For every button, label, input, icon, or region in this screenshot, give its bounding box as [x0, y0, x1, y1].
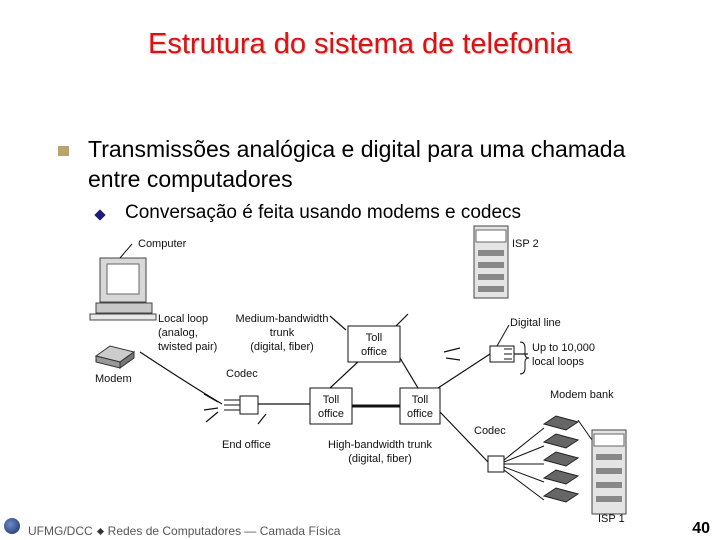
square-bullet-icon: [58, 146, 69, 156]
footer-course: UFMG/DCC: [28, 524, 93, 538]
label-end-office: End office: [222, 439, 271, 451]
label-toll-top-1: Toll: [366, 332, 383, 344]
label-isp1: ISP 1: [598, 513, 625, 525]
local-loop-line: [139, 351, 223, 405]
ufmg-logo-icon: [4, 518, 20, 534]
label-isp2: ISP 2: [512, 238, 539, 250]
label-modem: Modem: [95, 373, 132, 385]
connection-lines: [139, 313, 528, 463]
label-toll-right-2: office: [407, 408, 433, 420]
toll-office-right-box: [399, 387, 441, 425]
label-modem-bank: Modem bank: [550, 389, 614, 401]
isp1-server-icon: [591, 429, 627, 515]
label-medium-trunk-2: trunk: [270, 327, 295, 339]
digital-line-device-icon: [489, 345, 515, 363]
label-local-loops-2: local loops: [532, 356, 584, 368]
modem-bank-icons: [542, 415, 580, 503]
label-toll-top-2: office: [361, 346, 387, 358]
label-codec-right: Codec: [474, 425, 506, 437]
toll-office-top-box: [347, 325, 401, 363]
label-local-loops-1: Up to 10,000: [532, 342, 595, 354]
diamond-separator-icon: [96, 527, 104, 536]
toll-right-to-isp1-line: [439, 411, 489, 463]
local-loops-bracket: [519, 341, 530, 375]
page-number: 40: [692, 520, 710, 537]
modem-icon: [94, 345, 136, 369]
label-high-trunk-2: (digital, fiber): [348, 453, 412, 465]
bullet-text-1: Transmissões analógica e digital para um…: [88, 136, 626, 192]
label-local-loop-3: twisted pair): [158, 341, 217, 353]
label-high-trunk-1: High-bandwidth trunk: [328, 439, 432, 451]
label-local-loop-2: (analog,: [158, 327, 198, 339]
label-digital-line: Digital line: [510, 317, 561, 329]
label-codec-left: Codec: [226, 368, 258, 380]
codec-icon-right: [487, 427, 545, 501]
label-computer: Computer: [138, 238, 187, 250]
slide-footer: UFMG/DCC Redes de Computadores ― Camada F…: [28, 524, 340, 538]
computer-icon: [89, 257, 157, 321]
slide-title: Estrutura do sistema de telefonia: [148, 28, 572, 60]
toll-right-to-isp2-line: [437, 353, 491, 389]
toll-top-to-right-line: [399, 357, 419, 389]
isp2-server-icon: [473, 225, 509, 299]
bullet-text-2: Conversação é feita usando modems e code…: [125, 202, 522, 223]
label-medium-trunk-1: Medium-bandwidth: [236, 313, 329, 325]
label-local-loop-1: Local loop: [158, 313, 208, 325]
toll-office-left-box: [309, 387, 353, 425]
codec-icon-left: [224, 395, 259, 415]
footer-subject: Redes de Computadores ― Camada Física: [107, 524, 341, 538]
label-medium-trunk-3: (digital, fiber): [250, 341, 314, 353]
toll-left-to-top-line: [329, 359, 361, 389]
label-toll-left-2: office: [318, 408, 344, 420]
label-toll-left-1: Toll: [323, 394, 340, 406]
label-toll-right-1: Toll: [412, 394, 429, 406]
